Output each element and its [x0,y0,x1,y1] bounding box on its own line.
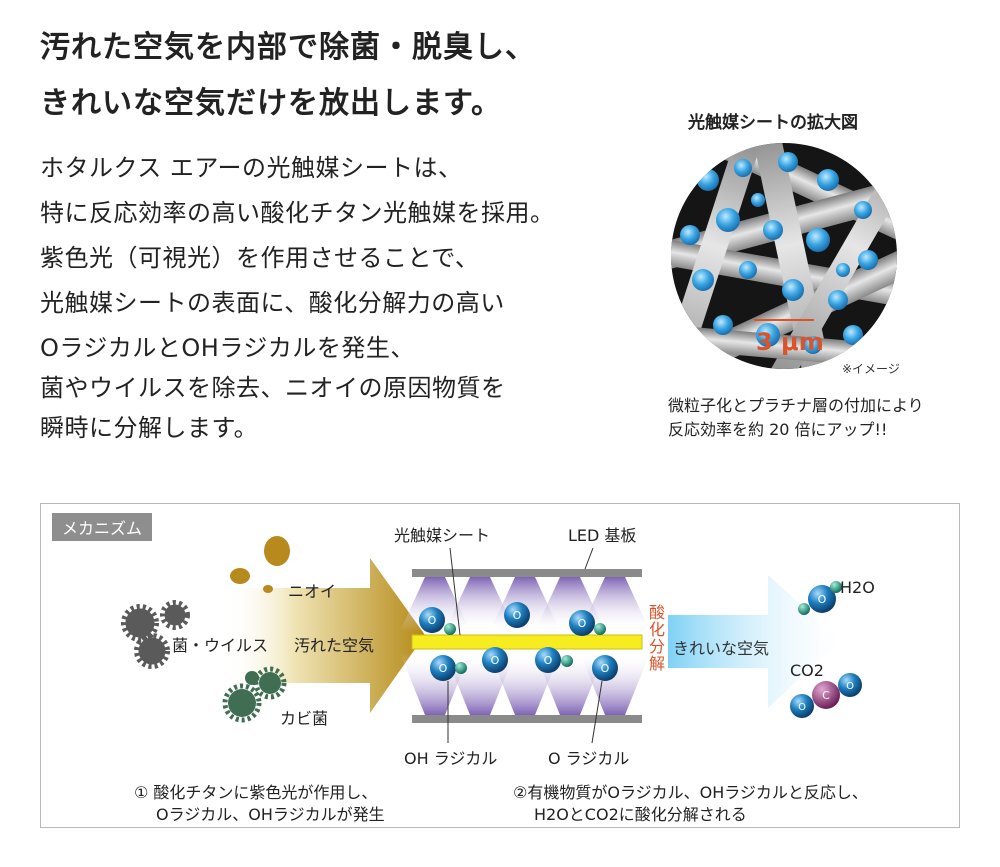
photocatalyst-zoom-image: 3 μm [671,143,897,369]
bacteria-label: 菌・ウイルス [172,636,269,655]
mechanism-panel [40,503,960,828]
co2-molecule-icon: O O C [790,673,862,718]
svg-text:O: O [544,654,553,667]
svg-text:O: O [491,654,500,667]
body-line: 光触媒シートの表面に、酸化分解力の高い [40,289,505,317]
led-board-label: LED 基板 [568,526,637,545]
photocatalyst-sheet-label: 光触媒シート [394,526,491,545]
svg-text:O: O [428,614,437,627]
zoom-title: 光触媒シートの拡大図 [688,113,858,133]
oh-radical-icon [430,655,467,681]
o-radical-label: O ラジカル [548,749,630,768]
dirty-air-label: 汚れた空気 [294,636,375,655]
step2-line-1: ②有機物質がOラジカル、OHラジカルと反応し、 [513,783,868,802]
zoom-note: ※イメージ [842,362,900,376]
o-radical-icon [419,602,618,681]
clean-air-label: きれいな空気 [673,639,770,658]
svg-text:O: O [439,662,448,675]
headline-line-1: 汚れた空気を内部で除菌・脱臭し、 [40,30,536,65]
svg-text:O: O [818,593,827,606]
odor-icon [230,536,290,593]
step2-line-2: H2OとCO2に酸化分解される [534,805,747,824]
h2o-molecule-icon: O [798,581,842,615]
zoom-caption-line-2: 反応効率を約 20 倍にアップ!! [668,420,888,439]
svg-text:O: O [798,702,806,713]
step1-line-2: Oラジカル、OHラジカルが発生 [156,805,385,824]
h2o-label: H2O [840,578,875,597]
body-line: 瞬時に分解します。 [40,414,259,442]
led-board-bottom [412,715,642,723]
scale-label: 3 μm [756,328,824,356]
svg-text:O: O [578,617,587,630]
oxidation-label: 酸化分解 [648,603,665,673]
mechanism-diagram: O O O O O O O O O O C [121,536,862,744]
body-line: 菌やウイルスを除去、ニオイの原因物質を [40,374,506,402]
mechanism-section-label: メカニズム [52,513,153,541]
svg-text:O: O [846,681,854,692]
step1-line-1: ① 酸化チタンに紫色光が作用し、 [134,783,378,802]
oh-radical-label: OH ラジカル [404,749,498,768]
clean-air-arrow [668,575,840,708]
body-line: OラジカルとOHラジカルを発生、 [40,334,415,362]
mold-icon [222,666,287,723]
mold-label: カビ菌 [280,709,329,728]
odor-label: ニオイ [288,582,337,601]
bacteria-icon [121,600,190,669]
svg-text:O: O [513,609,522,622]
body-line: 紫色光（可視光）を作用させることで、 [40,244,480,272]
photocatalyst-sheet [411,634,643,650]
co2-label: CO2 [790,661,824,680]
body-line: 特に反応効率の高い酸化チタン光触媒を採用。 [40,199,555,227]
headline-line-2: きれいな空気だけを放出します。 [40,86,502,121]
body-line: ホタルクス エアーの光触媒シートは、 [40,154,463,182]
svg-text:O: O [601,662,610,675]
led-board-top [412,569,642,577]
svg-text:C: C [822,689,830,702]
zoom-caption-line-1: 微粒子化とプラチナ層の付加により [668,396,924,415]
